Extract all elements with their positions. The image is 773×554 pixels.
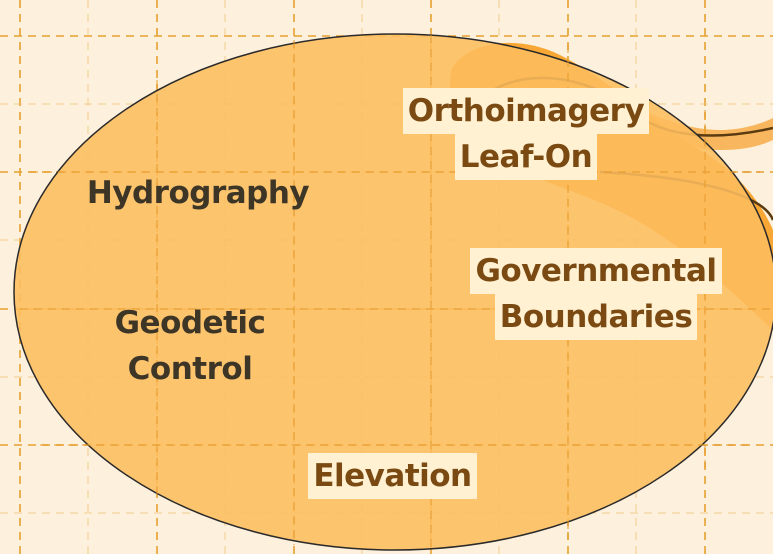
label-geodetic-control-line-2: Control [127, 351, 253, 387]
label-governmental-line-2: Boundaries [494, 294, 698, 340]
label-orthoimagery-line-2: Leaf-On [454, 134, 598, 180]
label-hydrography: Hydrography [78, 170, 318, 216]
label-orthoimagery-line-1: Orthoimagery [402, 88, 650, 134]
label-geodetic-control-line-1: Geodetic [114, 305, 266, 341]
ellipse-grid-overlay [20, 35, 773, 550]
label-elevation: Elevation [300, 453, 485, 499]
label-orthoimagery-leaf-on: Orthoimagery Leaf-On [395, 88, 657, 180]
label-geodetic-control: Geodetic Control [90, 300, 290, 392]
label-hydrography-line-1: Hydrography [86, 175, 310, 211]
label-governmental-boundaries: Governmental Boundaries [462, 248, 730, 340]
label-governmental-line-1: Governmental [470, 248, 722, 294]
label-elevation-line-1: Elevation [308, 453, 477, 499]
